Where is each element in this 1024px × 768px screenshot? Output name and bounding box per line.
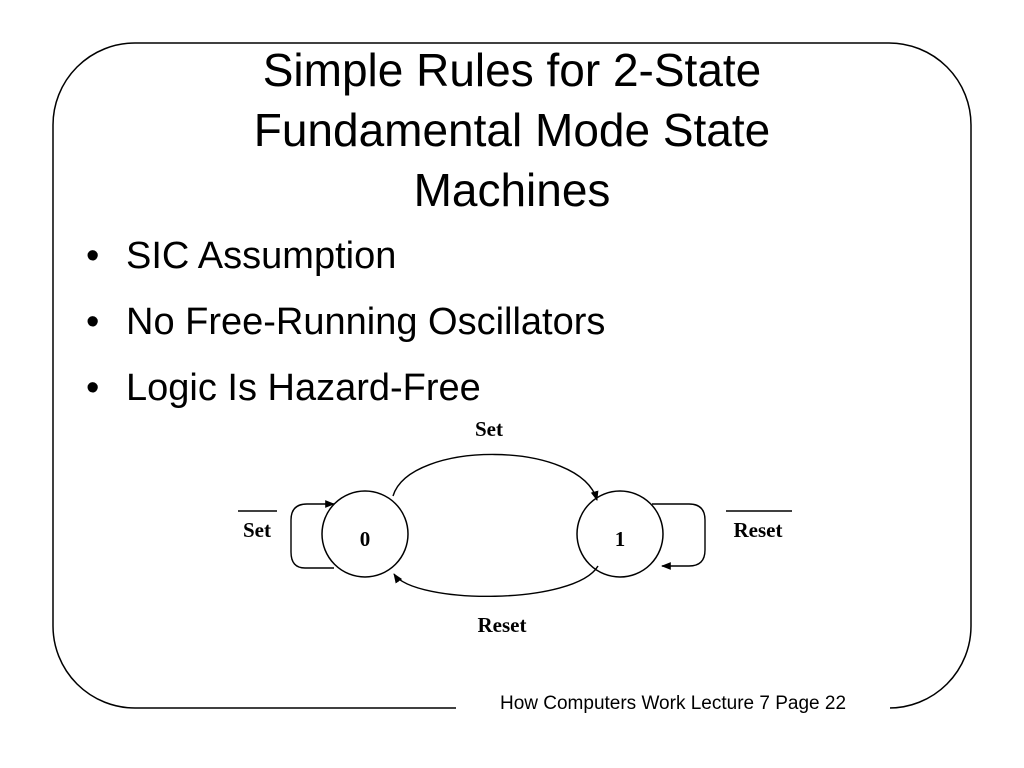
transition-arrow-set bbox=[392, 453, 599, 501]
bullet-item: • No Free-Running Oscillators bbox=[86, 294, 605, 360]
title-line-1: Simple Rules for 2-State bbox=[262, 44, 762, 96]
bullet-text: Logic Is Hazard-Free bbox=[126, 367, 481, 409]
transition-label-reset: Reset bbox=[478, 613, 527, 637]
transition-label-set: Set bbox=[475, 417, 503, 441]
state-0-node bbox=[321, 490, 409, 578]
bullet-dot-icon: • bbox=[86, 235, 100, 277]
state-1-node bbox=[576, 490, 664, 578]
bullet-text: SIC Assumption bbox=[126, 235, 397, 277]
bullet-text: No Free-Running Oscillators bbox=[126, 301, 606, 343]
transition-arrow-reset bbox=[393, 565, 599, 597]
bullet-list: • SIC Assumption • No Free-Running Oscilla… bbox=[86, 228, 605, 426]
state-0-label: 0 bbox=[360, 527, 371, 551]
bullet-dot-icon: • bbox=[86, 301, 100, 343]
bullet-item: • SIC Assumption bbox=[86, 228, 605, 294]
bullet-dot-icon: • bbox=[86, 367, 100, 409]
self-loop-label-reset-bar: Reset bbox=[734, 518, 783, 542]
bullet-item: • Logic Is Hazard-Free bbox=[86, 360, 605, 426]
slide-title: Simple Rules for 2-State Fundamental Mod… bbox=[150, 40, 874, 220]
title-line-2: Fundamental Mode State bbox=[253, 104, 771, 156]
slide-footer: How Computers Work Lecture 7 Page 22 bbox=[456, 690, 890, 718]
self-loop-arrow-state-1 bbox=[652, 503, 706, 570]
title-line-3: Machines bbox=[413, 164, 611, 216]
self-loop-label-set-bar: Set bbox=[243, 518, 271, 542]
self-loop-arrow-state-0 bbox=[290, 500, 335, 569]
state-1-label: 1 bbox=[615, 527, 626, 551]
